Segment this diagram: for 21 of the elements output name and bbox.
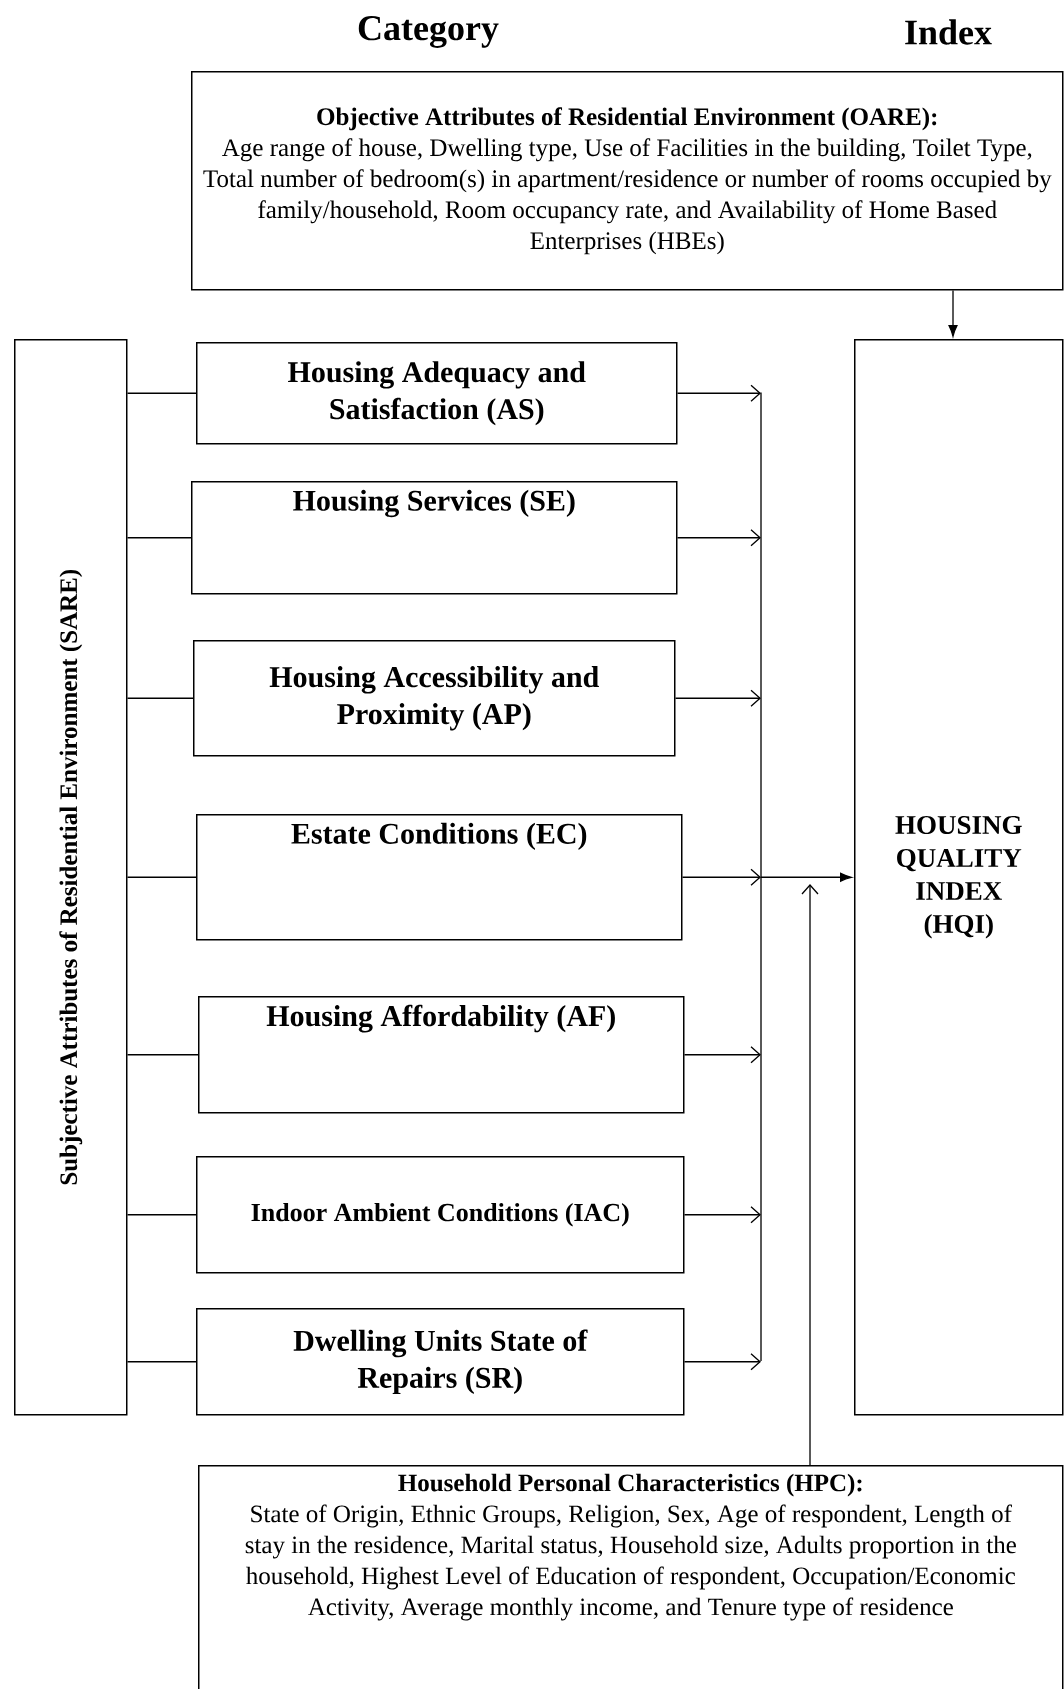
attribute-box: Household Personal Characteristics (HPC): State of Origin, Ethnic Groups, Religion, Sex, Age of respondent, Length of stay in the residence, Marital status, Household size, Adults proportion in the household, Highest Level of Education of respondent, Occupation/Economic Activity, Average monthly income, and Tenure type of residence — [198, 1465, 1064, 1689]
arrow — [674, 689, 761, 707]
category-box: Housing Services (SE) — [191, 481, 678, 595]
category-box: Housing Adequacy and Satisfaction (AS) — [196, 342, 678, 445]
arrow — [760, 391, 852, 1362]
arrow — [801, 884, 819, 1466]
arrow — [683, 1353, 761, 1371]
category-box: Dwelling Units State of Repairs (SR) — [196, 1308, 685, 1416]
category-box: Housing Accessibility and Proximity (AP) — [193, 640, 676, 757]
category-band: Subjective Attributes of Residential Environment (SARE) — [14, 339, 128, 1416]
category-box: Indoor Ambient Conditions (IAC) — [196, 1156, 685, 1274]
category-box: Housing Affordability (AF) — [198, 996, 685, 1114]
attribute-box: Objective Attributes of Residential Environment (OARE): Age range of house, Dwelling type, Use of Facilities in the building, Toilet Type, Total number of bedroom(s) in apartment/residence or number of rooms occupied by family/household, Room occupancy rate, and Availability of Home Based Enterprises (HBEs) — [191, 71, 1064, 291]
arrow — [681, 868, 761, 886]
arrow — [948, 289, 958, 337]
arrow — [683, 1046, 761, 1064]
arrow — [683, 1206, 761, 1224]
arrow — [676, 384, 761, 402]
category-box: Estate Conditions (EC) — [196, 814, 683, 941]
index-box: HOUSING QUALITY INDEX (HQI) — [854, 339, 1064, 1416]
arrow — [676, 529, 761, 547]
